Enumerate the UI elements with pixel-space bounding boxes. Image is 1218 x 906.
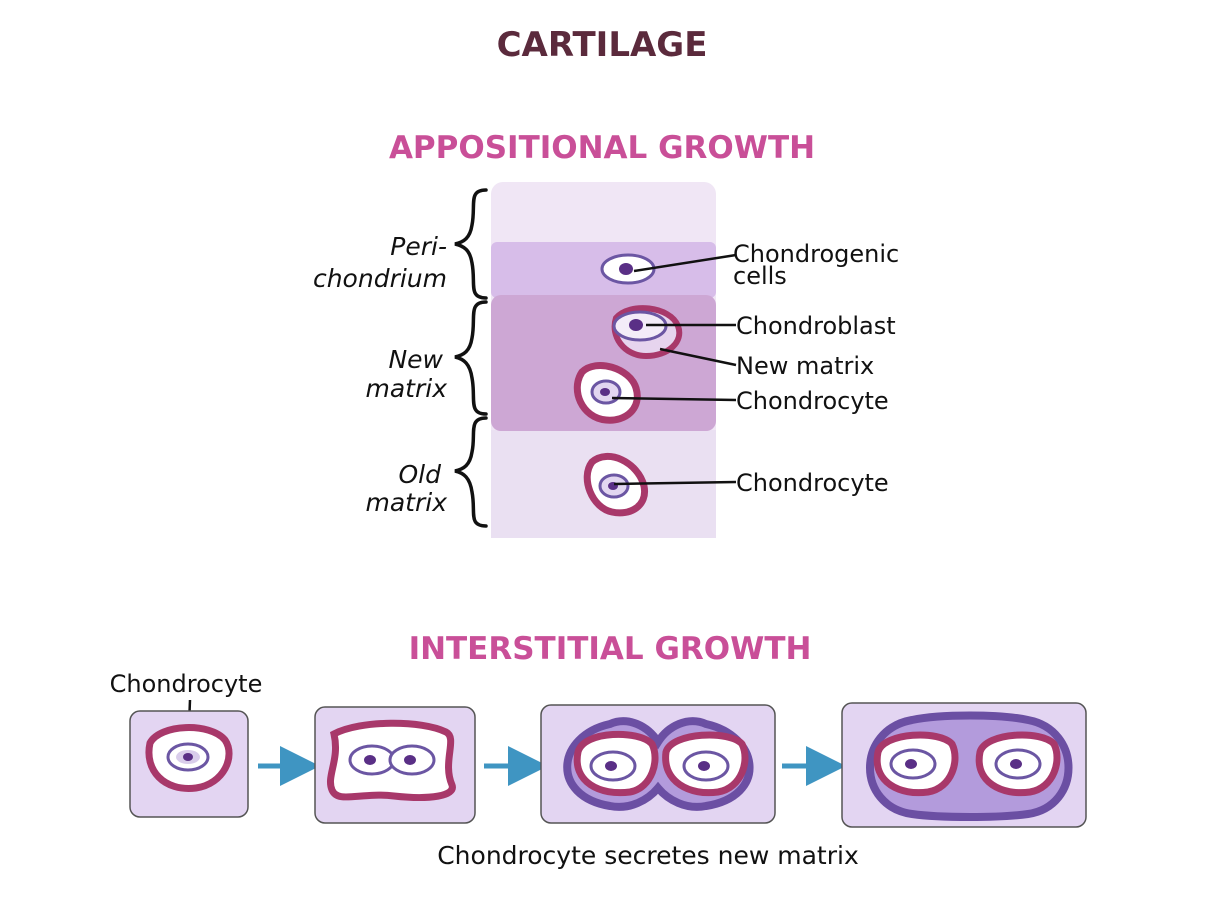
stage-4 bbox=[841, 702, 1087, 828]
interstitial-heading: INTERSTITIAL GROWTH bbox=[409, 631, 812, 667]
page-title: CARTILAGE bbox=[497, 25, 708, 65]
brace-label-new-matrix-1: New bbox=[388, 345, 443, 374]
brace-label-perichondrium-1: Peri- bbox=[390, 232, 447, 261]
stage-3 bbox=[540, 704, 776, 824]
brace-perichondrium bbox=[454, 188, 488, 300]
label-chondrocyte-interstitial: Chondrocyte bbox=[110, 670, 263, 698]
stage-2 bbox=[314, 706, 476, 824]
brace-new-matrix bbox=[454, 300, 488, 416]
label-chondrocyte-1: Chondrocyte bbox=[736, 387, 889, 415]
brace-label-perichondrium-2: chondrium bbox=[313, 264, 447, 293]
brace-label-old-matrix-2: matrix bbox=[366, 488, 448, 517]
label-chondrocyte-2: Chondrocyte bbox=[736, 469, 889, 497]
brace-label-old-matrix-1: Old bbox=[399, 460, 442, 489]
chondroblast-cell bbox=[611, 305, 683, 360]
label-chondrogenic-1: Chondrogenic bbox=[733, 240, 899, 268]
appositional-heading: APPOSITIONAL GROWTH bbox=[389, 130, 815, 166]
callout-lines bbox=[611, 253, 737, 486]
chondrocyte-cell-new-matrix bbox=[573, 361, 641, 424]
label-chondroblast: Chondroblast bbox=[736, 312, 896, 340]
brace-label-new-matrix-2: matrix bbox=[366, 374, 448, 403]
brace-old-matrix bbox=[454, 416, 488, 528]
interstitial-caption: Chondrocyte secretes new matrix bbox=[437, 841, 859, 870]
label-chondrogenic-2: cells bbox=[733, 262, 787, 290]
stage-1 bbox=[129, 710, 249, 818]
braces bbox=[454, 188, 488, 528]
label-new-matrix: New matrix bbox=[736, 352, 874, 380]
